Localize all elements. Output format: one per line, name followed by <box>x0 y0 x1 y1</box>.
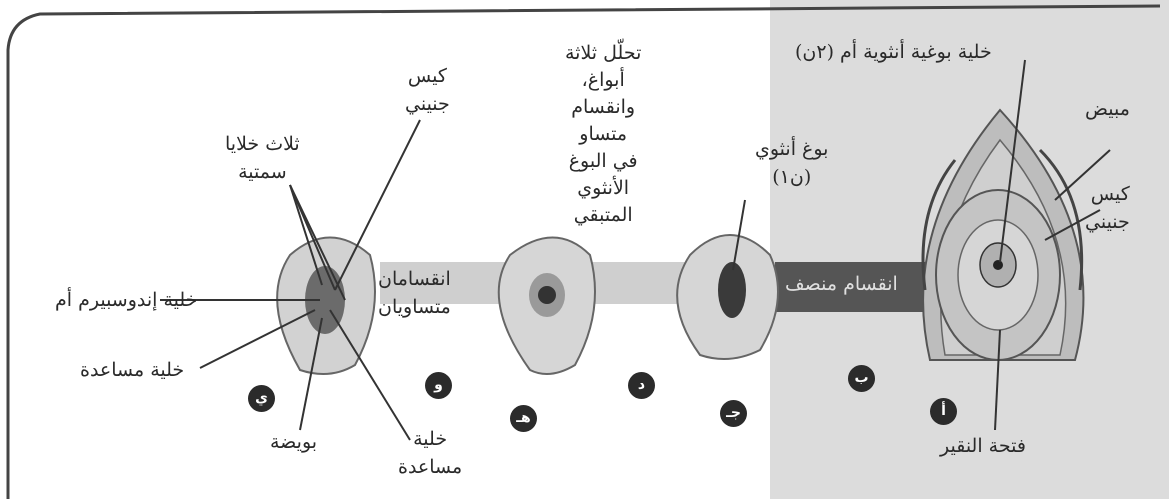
ovule-label: مبيض <box>1085 95 1130 123</box>
synergid-label-left: خلية مساعدة <box>80 356 184 384</box>
step-badge-e: هـ <box>510 405 537 432</box>
embryo-sac-label-left: كيس جنيني <box>405 62 450 118</box>
step-badge-c: جـ <box>720 400 747 427</box>
two-divisions-label: انقسامان متساويان <box>378 265 451 321</box>
step-badge-f: و <box>425 372 452 399</box>
egg-label: بويضة <box>270 428 317 456</box>
step-badge-a: أ <box>930 398 957 425</box>
degeneration-label: تحلّل ثلاثة أبواغ، وانقسام متساو في البو… <box>565 40 641 229</box>
meiosis-label: انقسام منصف <box>785 270 898 298</box>
degeneration-stage-drawing <box>499 238 595 375</box>
step-badge-g: ي <box>248 385 275 412</box>
embryo-sac-stage-drawing <box>277 238 375 375</box>
antipodal-cells-label: ثلاث خلايا سمتية <box>225 130 300 186</box>
step-badge-d: د <box>628 372 655 399</box>
embryo-sac-label-right: كيس جنيني <box>1085 180 1130 236</box>
megaspore-stage-drawing <box>677 235 778 359</box>
step-badge-b: ب <box>848 365 875 392</box>
mother-cell-label: خلية بوغية أنثوية أم (٢ن) <box>795 38 992 66</box>
micropyle-label: فتحة النقير <box>940 432 1026 460</box>
megaspore-label: بوغ أنثوي (ن١) <box>755 135 828 191</box>
endosperm-mother-cell-label: خلية إندوسبيرم أم <box>55 286 197 314</box>
synergid-label-bottom: خلية مساعدة <box>398 425 462 481</box>
